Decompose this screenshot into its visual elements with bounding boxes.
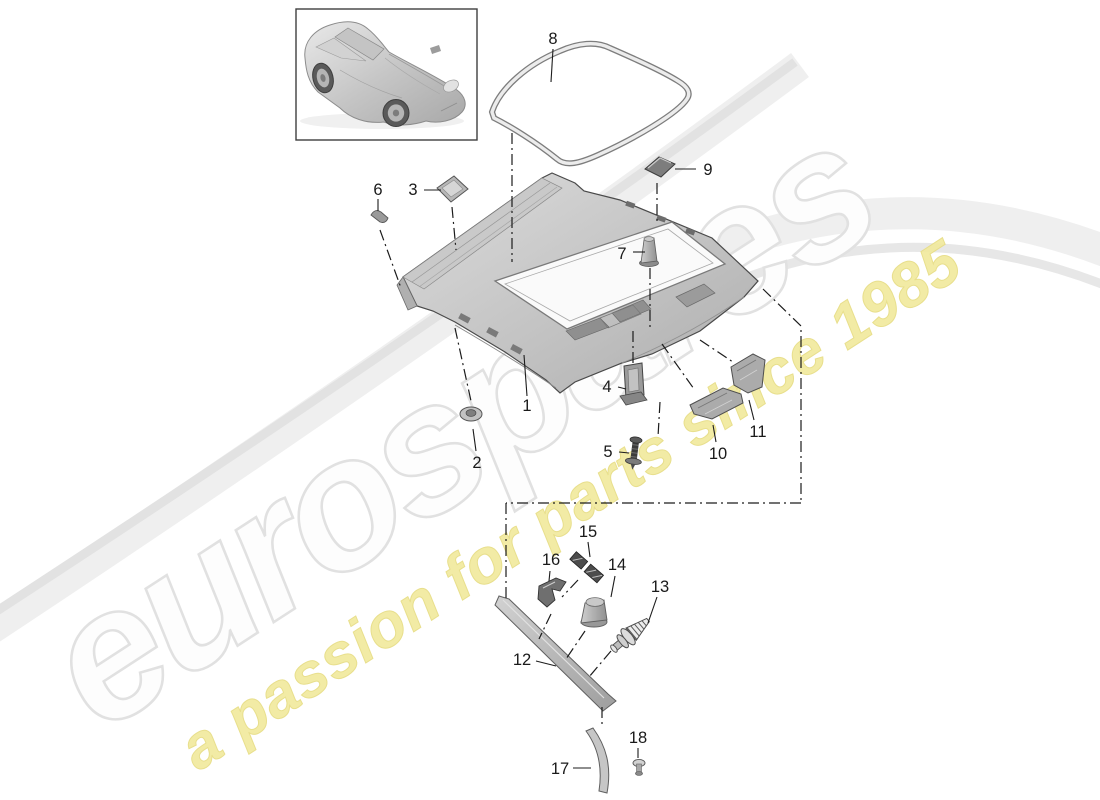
part-label-9: 9 [703, 161, 712, 179]
part-14-grommet-cone [580, 597, 608, 628]
part-12-a-pillar-trim [494, 595, 617, 712]
part-2-grommet [459, 406, 483, 422]
part-label-4: 4 [602, 378, 611, 396]
leader-part14 [565, 630, 586, 660]
part-8-roof-seal [488, 40, 692, 167]
part-3-plug [436, 175, 469, 203]
part-label-11: 11 [749, 423, 766, 441]
part-16-clip [537, 577, 567, 608]
part-4-bracket [619, 362, 648, 406]
part-label-5: 5 [603, 443, 612, 461]
part-label-14: 14 [608, 556, 626, 574]
part-13-expansion-rivet [610, 617, 650, 653]
part-label-12: 12 [513, 651, 531, 669]
label-tie-lines [377, 48, 755, 769]
part-label-13: 13 [651, 578, 669, 596]
watermark: eurospares a passion for parts since 198… [0, 52, 1100, 784]
leader-part6 [379, 229, 402, 289]
part-5-screw [625, 436, 643, 470]
part-label-18: 18 [629, 729, 647, 747]
part-label-7: 7 [617, 245, 626, 263]
part-label-8: 8 [548, 30, 557, 48]
part-label-15: 15 [579, 523, 597, 541]
watermark-swoosh-band [0, 52, 809, 642]
sunroof-opening [493, 221, 727, 330]
part-label-10: 10 [709, 445, 727, 463]
leader-part16 [538, 613, 552, 640]
leader-part5 [657, 401, 661, 438]
leader-part13 [588, 650, 612, 678]
vehicle-thumbnail [295, 8, 478, 141]
leader-lines [379, 133, 802, 727]
part-9-clip [644, 156, 676, 178]
leader-part15 [561, 579, 579, 598]
part-1-headliner-panel [396, 172, 759, 394]
part-label-2: 2 [472, 454, 481, 472]
part-15-clip-strip [569, 551, 605, 584]
part-6-pin [370, 210, 389, 223]
part-11-bracket [730, 353, 766, 394]
part-7-cone [639, 236, 659, 267]
part-labels: 8 9 6 3 7 1 2 4 5 10 11 12 13 14 15 16 1… [373, 30, 766, 778]
leader-part11 [699, 339, 734, 363]
watermark-swoosh-line [0, 58, 798, 615]
part-label-1: 1 [522, 397, 531, 415]
leader-lower-group-right [762, 288, 802, 502]
part-label-3: 3 [408, 181, 417, 199]
part-18-push-pin [632, 758, 646, 776]
leader-part10 [661, 343, 695, 390]
part-label-16: 16 [542, 551, 560, 569]
part-17-trim-strip [585, 727, 610, 794]
part-label-6: 6 [373, 181, 382, 199]
part-label-17: 17 [551, 760, 569, 778]
part-10-bracket [689, 387, 744, 420]
car-icon [300, 21, 466, 129]
leader-part3 [451, 206, 457, 251]
leader-part2 [454, 327, 472, 402]
